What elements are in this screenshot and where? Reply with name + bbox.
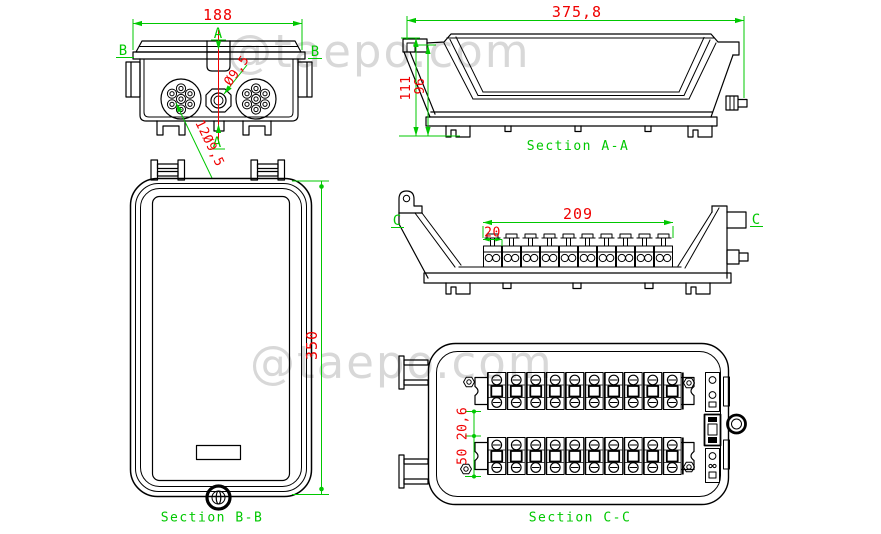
lock-icon <box>205 484 232 511</box>
hinge-icon <box>150 159 186 181</box>
dimension-350: 350 <box>292 180 329 495</box>
section-bb-view: 350 Section B-B <box>129 159 329 526</box>
screw-icon <box>683 377 695 389</box>
terminal-module <box>622 371 644 411</box>
dim-20-text: 20 <box>484 226 501 241</box>
section-cc-view: 20,6 50 Section C-C <box>398 342 747 526</box>
marker-a-top: A <box>214 26 223 42</box>
screw-icon <box>463 376 475 388</box>
terminal-module <box>603 371 624 411</box>
cable-hook <box>398 190 423 214</box>
side-panel <box>703 372 730 483</box>
top-view: 188 A A B B Ø9,5 <box>116 6 322 179</box>
dimension-20: 20 <box>483 226 503 246</box>
terminal-row-bottom <box>474 436 695 476</box>
hinge-icon <box>398 355 429 390</box>
terminal-row-top <box>474 371 695 411</box>
section-cc-label: Section C-C <box>529 511 632 526</box>
terminal-module <box>502 233 521 268</box>
label-plate <box>195 444 242 461</box>
dim-209-text: 209 <box>563 205 593 223</box>
terminal-module <box>654 233 673 268</box>
terminal-module <box>661 436 683 476</box>
hinge-icon <box>250 159 286 181</box>
dim-375-8-text: 375,8 <box>552 3 602 21</box>
dim-50-text: 50 <box>456 448 471 465</box>
section-a-markers: A A <box>210 26 226 151</box>
marker-a-bottom: A <box>213 135 222 151</box>
terminal-module <box>505 371 527 411</box>
dim-188-text: 188 <box>203 6 233 24</box>
terminal-module <box>559 233 578 268</box>
dimension-375-8: 375,8 <box>406 3 745 98</box>
section-aa-outline <box>402 33 748 138</box>
bolt-icon <box>726 249 749 265</box>
terminal-strip <box>483 233 673 268</box>
terminal-module <box>622 436 644 476</box>
marker-c-right: C <box>752 212 760 228</box>
dimension-111: 111 <box>399 37 460 137</box>
terminal-module <box>521 233 540 268</box>
terminal-module <box>564 371 585 411</box>
dimension-188: 188 <box>132 6 303 50</box>
terminal-module <box>578 233 597 268</box>
terminal-module <box>635 233 654 268</box>
top-view-outline <box>125 40 313 136</box>
terminal-module <box>505 436 527 476</box>
dimension-209: 209 <box>482 205 674 238</box>
dimension-20-6: 20,6 50 <box>456 407 481 479</box>
section-c-markers: C C <box>391 212 763 229</box>
terminal-module <box>661 371 683 411</box>
dimension-96: 96 <box>413 44 436 136</box>
terminal-module <box>525 436 546 476</box>
screw-icon <box>683 461 695 473</box>
section-bb-outline <box>129 177 313 498</box>
terminal-module <box>603 436 624 476</box>
terminal-module <box>544 371 566 411</box>
dim-350-text: 350 <box>303 330 321 360</box>
terminal-module <box>597 233 616 268</box>
terminal-module <box>486 436 507 476</box>
label-mount-holes: 12Ø9,5 <box>191 118 226 169</box>
marker-b-right: B <box>311 44 319 60</box>
hinge-icon <box>398 454 429 489</box>
terminal-module <box>525 371 546 411</box>
section-b-markers: B B <box>116 43 322 60</box>
dim-20-6-text: 20,6 <box>456 407 471 440</box>
terminal-module <box>486 371 507 411</box>
terminal-module <box>616 233 635 268</box>
marker-c-left: C <box>393 213 401 229</box>
side-view: 209 20 C C <box>391 190 763 295</box>
terminal-module <box>642 436 663 476</box>
terminal-module <box>540 233 559 268</box>
terminal-module <box>583 436 605 476</box>
marker-b-left: B <box>119 43 127 59</box>
terminal-module <box>544 436 566 476</box>
bolt-icon <box>725 95 748 111</box>
dim-96-text: 96 <box>413 78 428 95</box>
lock-icon <box>726 413 747 435</box>
section-aa-view: 375,8 111 96 Section A-A <box>399 3 748 154</box>
terminal-module <box>642 371 663 411</box>
terminal-module <box>564 436 585 476</box>
dim-111-text: 111 <box>399 76 414 101</box>
cable-entry-holes-right <box>236 79 276 119</box>
section-bb-label: Section B-B <box>161 511 264 526</box>
section-aa-label: Section A-A <box>527 139 630 154</box>
terminal-module <box>583 371 605 411</box>
